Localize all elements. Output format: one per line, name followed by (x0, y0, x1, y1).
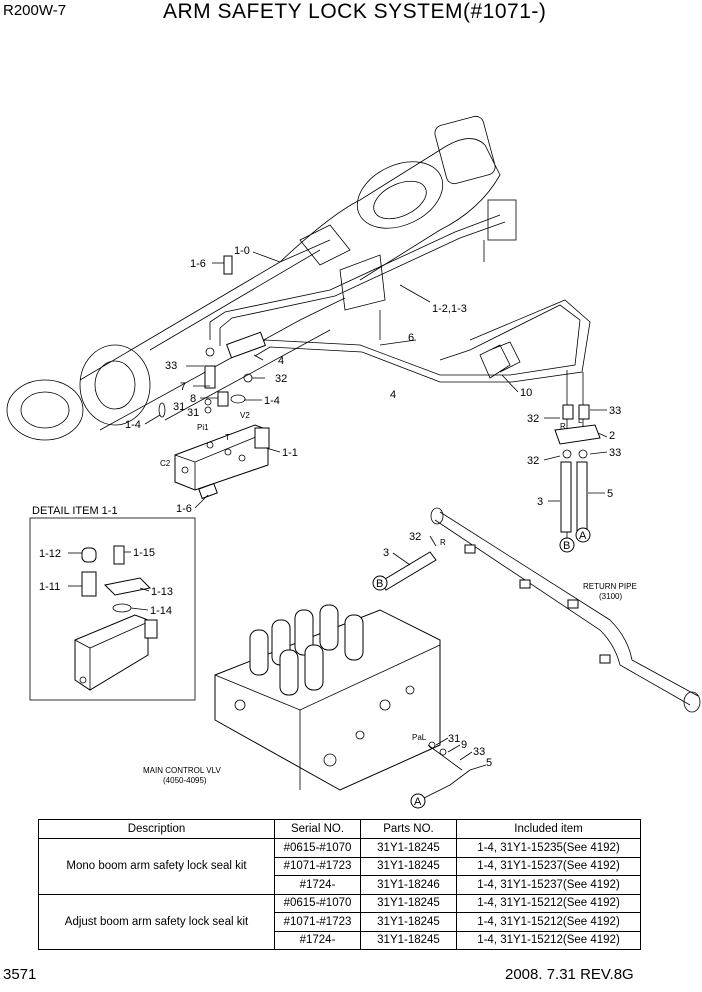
reference-labels: RETURN PIPE (3100) MAIN CONTROL VLV (405… (143, 582, 637, 785)
callout-9: 9 (461, 739, 467, 751)
callout-10: 10 (520, 387, 532, 399)
callout-7: 7 (180, 381, 186, 393)
port-l: L (578, 416, 583, 425)
port-pi1: Pi1 (197, 423, 209, 432)
included-item: 1-4, 31Y1-15237(See 4192) (456, 875, 641, 895)
callout-32: 32 (527, 455, 539, 467)
main-control-ref: (4050-4095) (163, 776, 207, 785)
main-control-valve-drawing (214, 604, 471, 801)
safety-lock-valve (158, 255, 270, 500)
included-item: 1-4, 31Y1-15212(See 4192) (456, 893, 641, 913)
callout-1-4: 1-4 (264, 395, 280, 407)
parts-no: 31Y1-18245 (360, 912, 457, 932)
callout-1-2-1-3: 1-2,1-3 (432, 303, 467, 315)
callout-1-4: 1-4 (125, 419, 141, 431)
callout-1-13: 1-13 (151, 586, 173, 598)
revision-date: 2008. 7.31 REV.8G (505, 966, 634, 983)
serial-no: #1071-#1723 (274, 856, 361, 876)
callout-31: 31 (187, 407, 199, 419)
callout-B: B (376, 578, 383, 590)
column-header: Included item (456, 819, 641, 839)
serial-no: #0615-#1070 (274, 893, 361, 913)
callout-1-6: 1-6 (190, 258, 206, 270)
included-item: 1-4, 31Y1-15237(See 4192) (456, 856, 641, 876)
callout-33: 33 (473, 746, 485, 758)
callout-32: 32 (527, 413, 539, 425)
port-r: R (440, 538, 446, 547)
callout-2: 2 (609, 430, 615, 442)
leader-lines (68, 251, 608, 771)
seal-kit-table: Description Serial NO. Parts NO. Include… (38, 819, 641, 950)
port-t: T (225, 433, 230, 442)
callout-1-14: 1-14 (150, 605, 172, 617)
callout-A: A (414, 796, 422, 808)
callout-31: 31 (173, 401, 185, 413)
table-row: Adjust boom arm safety lock seal kit #06… (38, 893, 641, 950)
column-header: Parts NO. (360, 819, 457, 839)
callout-1-11: 1-11 (39, 581, 60, 593)
callout-1-6: 1-6 (176, 503, 192, 515)
callout-B: B (563, 540, 570, 552)
serial-no: #1724- (274, 930, 361, 950)
callout-4: 4 (390, 389, 396, 401)
port-pal: PaL (412, 733, 427, 742)
callout-1-1: 1-1 (282, 447, 298, 459)
parts-no: 31Y1-18245 (360, 856, 457, 876)
page-title: ARM SAFETY LOCK SYSTEM(#1071-) (163, 0, 547, 23)
column-header: Description (38, 819, 275, 839)
main-control-label: MAIN CONTROL VLV (143, 766, 221, 775)
callout-5: 5 (607, 488, 613, 500)
callout-5: 5 (486, 757, 492, 769)
callout-1-15: 1-15 (133, 547, 155, 559)
return-pipe-ref: (3100) (599, 592, 622, 601)
callout-32: 32 (409, 531, 421, 543)
port-c2: C2 (160, 459, 171, 468)
parts-no: 31Y1-18246 (360, 875, 457, 895)
detail-drawing (29, 517, 196, 701)
return-pipe-drawing (379, 507, 701, 713)
serial-no: #0615-#1070 (274, 838, 361, 858)
table-row: #1724- 31Y1-18246 1-4, 31Y1-15237(See 41… (39, 875, 641, 895)
model-number: R200W-7 (3, 2, 67, 19)
column-header: Serial NO. (274, 819, 361, 839)
callouts: 1-0 1-6 1-2,1-3 6 4 33 4 32 7 8 31 31 1-… (125, 245, 621, 809)
callout-31: 31 (448, 733, 460, 745)
callout-32: 32 (275, 373, 287, 385)
parts-no: 31Y1-18245 (360, 930, 457, 950)
serial-no: #1071-#1723 (274, 912, 361, 932)
callout-1-12: 1-12 (39, 548, 61, 560)
return-pipe-label: RETURN PIPE (583, 582, 637, 591)
callout-33: 33 (609, 405, 621, 417)
included-item: 1-4, 31Y1-15212(See 4192) (456, 912, 641, 932)
kit-description: Adjust boom arm safety lock seal kit (38, 893, 275, 950)
callout-6: 6 (408, 332, 414, 344)
table-row: #1724- 31Y1-18245 1-4, 31Y1-15212(See 41… (39, 930, 641, 950)
included-item: 1-4, 31Y1-15212(See 4192) (456, 930, 641, 950)
port-labels: Pi1 V2 T C2 R L R PaL (160, 411, 583, 742)
callout-8: 8 (190, 393, 196, 405)
serial-no: #1724- (274, 875, 361, 895)
table-header-row: Description Serial NO. Parts NO. Include… (38, 819, 641, 839)
port-r: R (560, 422, 566, 431)
parts-no: 31Y1-18245 (360, 838, 457, 858)
callout-33: 33 (165, 360, 177, 372)
table-row: Mono boom arm safety lock seal kit #0615… (38, 838, 641, 895)
detail-texts: DETAIL ITEM 1-1 1-12 1-15 1-11 1-13 1-14 (32, 505, 173, 617)
page-number: 3571 (3, 966, 37, 983)
callout-33: 33 (609, 447, 621, 459)
included-item: 1-4, 31Y1-15235(See 4192) (456, 838, 641, 858)
kit-description: Mono boom arm safety lock seal kit (38, 838, 275, 895)
detail-title: DETAIL ITEM 1-1 (32, 505, 118, 517)
parts-no: 31Y1-18245 (360, 893, 457, 913)
callout-A: A (579, 530, 587, 542)
pipe-bracket (554, 404, 601, 533)
callout-4: 4 (278, 355, 284, 367)
callout-3: 3 (537, 496, 543, 508)
port-v2: V2 (240, 411, 250, 420)
arm-cylinder-drawing (6, 115, 517, 441)
callout-1-0: 1-0 (234, 245, 250, 257)
callout-3: 3 (383, 547, 389, 559)
